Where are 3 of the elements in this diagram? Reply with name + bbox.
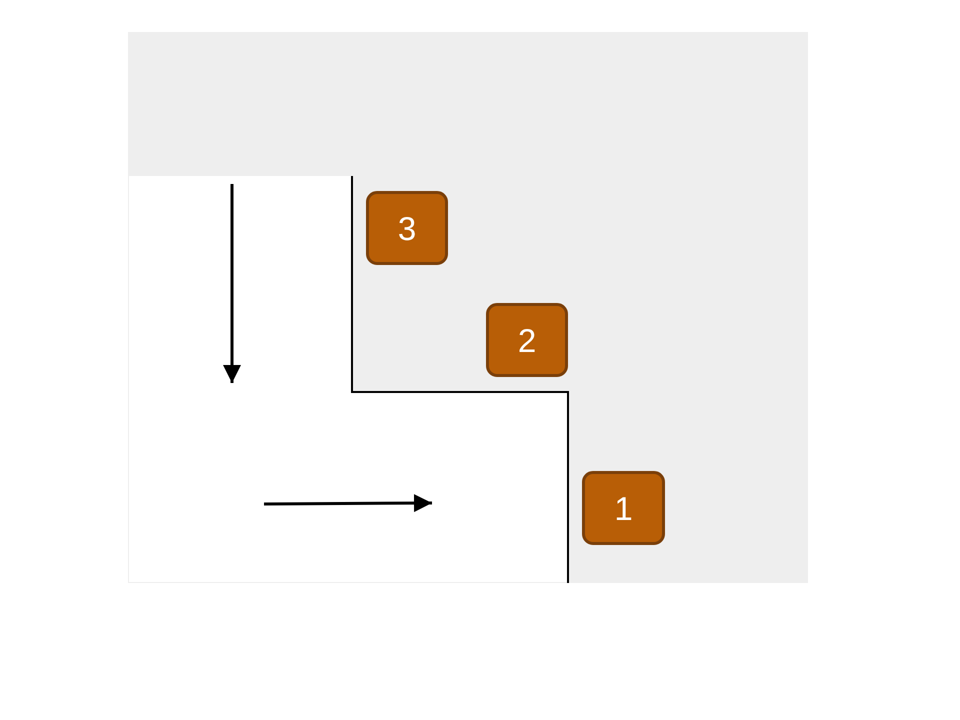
callout-number: 3 xyxy=(366,191,448,265)
callout-number: 2 xyxy=(486,303,568,377)
callout-number: 1 xyxy=(582,471,665,545)
